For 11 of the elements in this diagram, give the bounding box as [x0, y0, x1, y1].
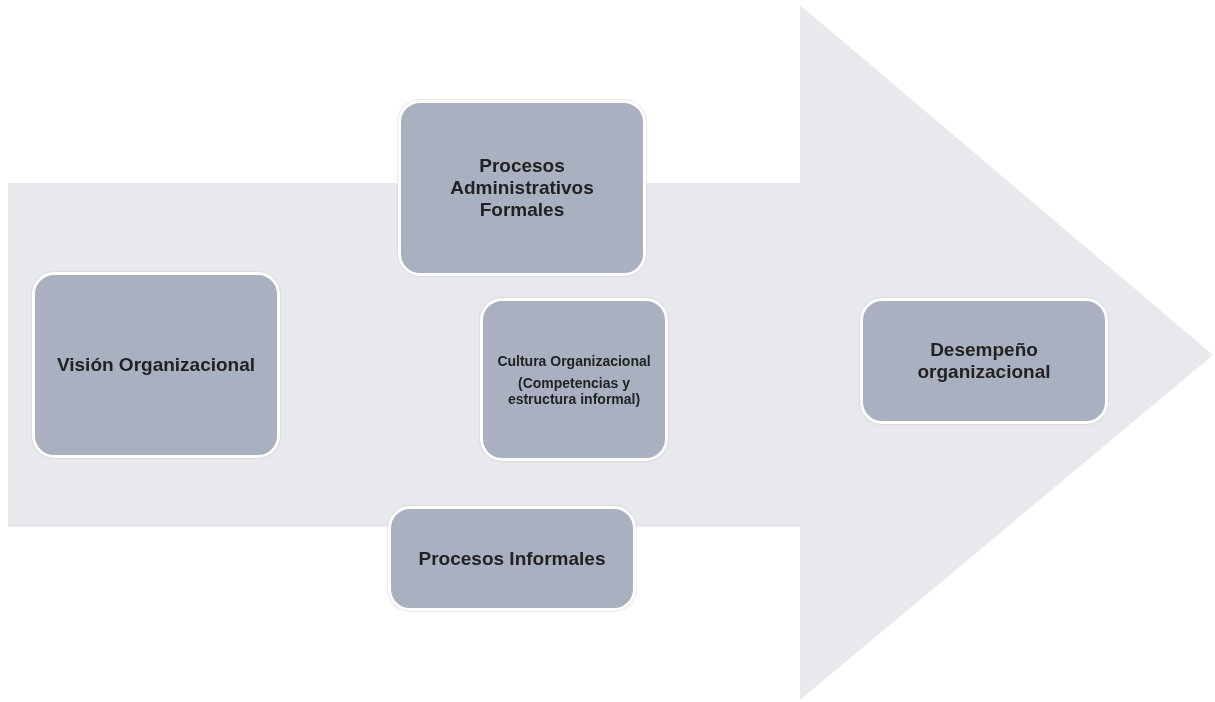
rounded-box	[860, 298, 1108, 424]
rounded-box	[398, 100, 646, 276]
rounded-box	[32, 272, 280, 458]
box-label: Procesos Informales	[418, 547, 606, 570]
box-label: Desempeño organizacional	[916, 339, 1052, 383]
rounded-box	[480, 298, 668, 461]
box-label: Procesos Administrativos Formales	[449, 155, 595, 221]
box-label: (Competencias y estructura informal)	[506, 374, 642, 407]
box-label: Cultura Organizacional	[497, 352, 651, 369]
box-label: Visión Organizacional	[56, 354, 256, 376]
rounded-box	[388, 506, 636, 611]
